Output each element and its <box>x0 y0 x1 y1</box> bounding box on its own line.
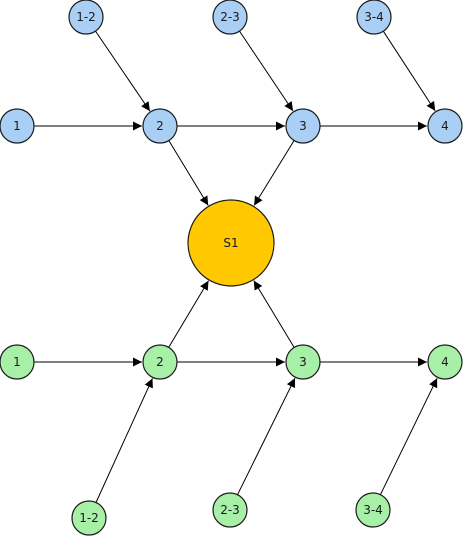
node-t23: 2-3 <box>212 0 248 35</box>
edge-t12-to-t2 <box>95 30 151 112</box>
node-t2: 2 <box>142 108 178 144</box>
edge-b12-to-b2 <box>95 378 153 503</box>
node-circle-S1 <box>187 199 275 287</box>
node-t3: 3 <box>285 108 321 144</box>
node-label-t4: 4 <box>441 119 449 133</box>
node-t4: 4 <box>427 108 463 144</box>
edge-t3-to-S1 <box>253 140 295 206</box>
node-label-t2: 2 <box>156 119 164 133</box>
node-label-b34: 3-4 <box>363 503 383 517</box>
node-circle-b2 <box>142 344 178 380</box>
node-circle-t12 <box>68 0 104 35</box>
node-label-t1: 1 <box>13 119 21 133</box>
node-b4: 4 <box>427 344 463 380</box>
node-label-b12: 1-2 <box>79 511 99 525</box>
node-label-b2: 2 <box>156 355 164 369</box>
node-circle-t4 <box>427 108 463 144</box>
node-circle-t23 <box>212 0 248 35</box>
node-circle-t1 <box>0 108 35 144</box>
node-b12: 1-2 <box>71 500 107 536</box>
edge-b2-to-S1 <box>168 280 209 348</box>
node-label-b4: 4 <box>441 355 449 369</box>
edge-b23-to-b3 <box>237 377 296 496</box>
node-t1: 1 <box>0 108 35 144</box>
node-circle-b4 <box>427 344 463 380</box>
node-circle-t2 <box>142 108 178 144</box>
node-circle-t3 <box>285 108 321 144</box>
node-label-t3: 3 <box>299 119 307 133</box>
node-t12: 1-2 <box>68 0 104 35</box>
node-circle-b3 <box>285 344 321 380</box>
node-b34: 3-4 <box>355 492 391 528</box>
node-b3: 3 <box>285 344 321 380</box>
node-b23: 2-3 <box>212 492 248 528</box>
edges <box>34 30 438 503</box>
node-S1: S1 <box>187 199 275 287</box>
node-label-b23: 2-3 <box>220 503 240 517</box>
node-circle-b12 <box>71 500 107 536</box>
node-label-t23: 2-3 <box>220 10 240 24</box>
edge-t2-to-S1 <box>168 140 209 206</box>
node-circle-b23 <box>212 492 248 528</box>
node-label-t12: 1-2 <box>76 10 96 24</box>
node-label-b1: 1 <box>13 355 21 369</box>
edge-b3-to-S1 <box>253 280 295 348</box>
node-b2: 2 <box>142 344 178 380</box>
node-t34: 3-4 <box>356 0 392 35</box>
node-circle-t34 <box>356 0 392 35</box>
edge-b34-to-b4 <box>379 377 438 495</box>
node-circle-b1 <box>0 344 35 380</box>
node-label-b3: 3 <box>299 355 307 369</box>
edge-t23-to-t3 <box>239 30 294 112</box>
node-label-S1: S1 <box>223 236 238 250</box>
node-circle-b34 <box>355 492 391 528</box>
edge-t34-to-t4 <box>382 30 436 112</box>
node-label-t34: 3-4 <box>364 10 384 24</box>
node-b1: 1 <box>0 344 35 380</box>
